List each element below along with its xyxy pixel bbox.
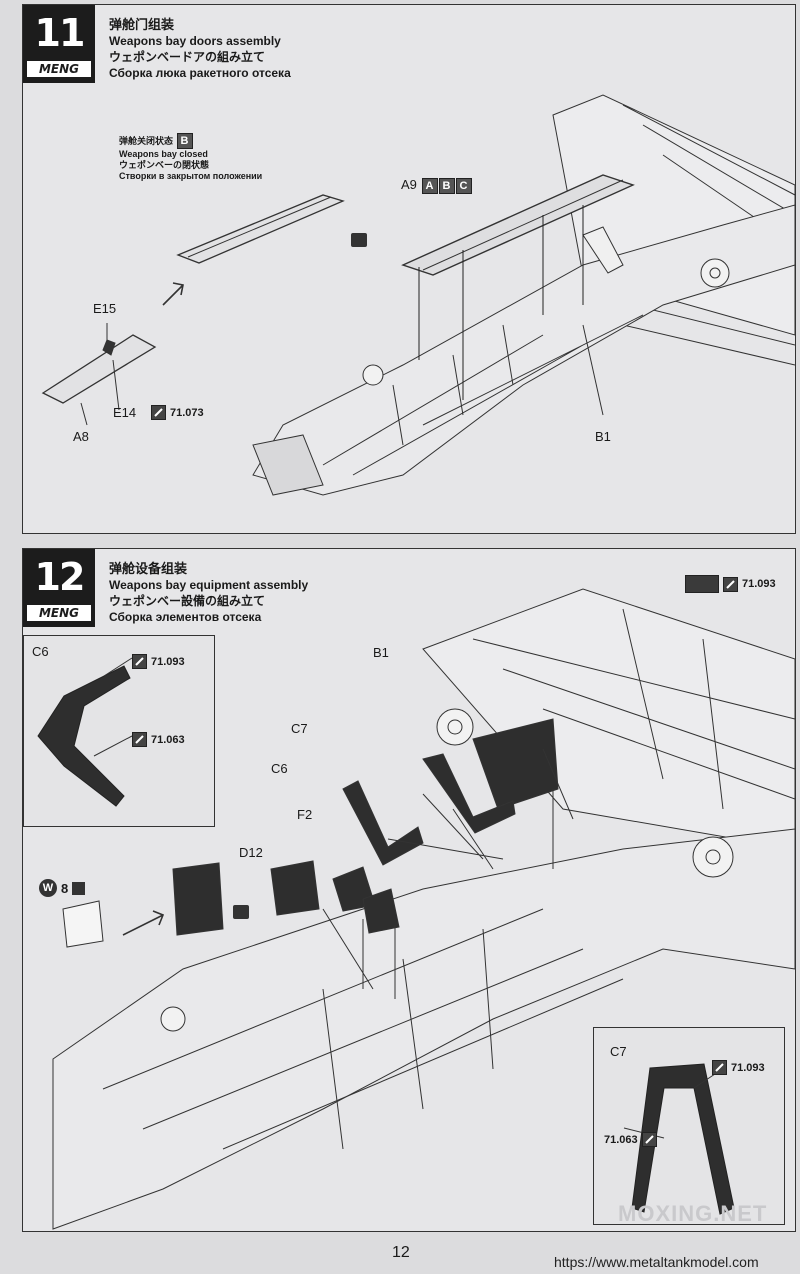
website-url[interactable]: https://www.metaltankmodel.com [554,1254,759,1270]
inset-c6-paint-top: 71.093 [132,654,185,669]
inset-c6-label: C6 [32,644,49,659]
part-a9: A9 [401,177,417,192]
step-11-illustration [41,94,795,496]
step-12-title-cn: 弹舱设备组装 [109,561,188,576]
closed-note-cn: 弹舱关闭状态 [119,136,174,146]
flip-icon [233,905,249,919]
step-11-panel: 11 MENG 弹舱门组装 Weapons bay doors assembly… [22,4,796,534]
main-paint-code: 71.093 [742,578,776,590]
c6-detail-drawing [37,657,133,807]
variant-c: C [455,178,472,194]
paint-71073: 71.073 [151,405,204,420]
inset-c7-paint-top-code: 71.093 [731,1061,765,1074]
paint-swatch [685,575,719,593]
decal-callout: W 8 [39,879,86,897]
flip-icon [351,233,367,247]
inset-c6-paint-bottom: 71.063 [132,732,185,747]
step-11-badge: 11 MENG [23,5,95,83]
decal-sheet-icon [72,881,86,895]
decal-number: 8 [61,880,69,896]
paint-code: 71.073 [170,406,204,419]
closed-note-en: Weapons bay closed [119,149,208,159]
variant-a: A [421,178,438,194]
step-11-titles: 弹舱门组装 Weapons bay doors assembly ウェポンベード… [109,17,291,81]
step-11-title-cn: 弹舱门组装 [109,17,175,32]
brush-icon [132,654,147,669]
step12-part-c7-label: C7 [291,721,308,736]
step-11-title-jp: ウェポンベードアの組み立て [109,50,266,64]
inset-c7-label: C7 [610,1044,627,1059]
part-e14-label: E14 [113,405,137,420]
step12-part-b1-label: B1 [373,645,389,660]
watermark: MOXING.NET [618,1201,768,1226]
part-b1-label: B1 [595,429,611,444]
brush-icon [712,1060,727,1075]
main-paint-legend: 71.093 [685,575,776,593]
step-12-title-ru: Сборка элементов отсека [109,610,262,624]
inset-c7-paint-bottom: 71.063 [604,1132,657,1147]
inset-c7-paint-bottom-code: 71.063 [604,1133,638,1146]
closed-state-note: 弹舱关闭状态 B Weapons bay closed ウェポンベーの閉状態 С… [119,133,262,182]
step-12-title-jp: ウェポンベー設備の組み立て [109,594,266,608]
closed-note-ru: Створки в закрытом положении [119,171,263,181]
step-12-titles: 弹舱设备组装 Weapons bay equipment assembly ウェ… [109,561,308,625]
step-12-number: 12 [34,555,86,599]
brush-icon [132,732,147,747]
step-12-title-en: Weapons bay equipment assembly [109,578,309,592]
step12-part-d12-label: D12 [239,845,263,860]
variant-b: B [438,178,455,194]
c7-detail-inset: C7 71.093 71.063 [593,1027,785,1225]
part-a8-label: A8 [73,429,89,444]
c6-detail-inset: C6 71.093 71.063 [23,635,215,827]
step-12-panel: 12 MENG 弹舱设备组装 Weapons bay equipment ass… [22,548,796,1232]
step-12-brand-logo: MENG [27,605,91,621]
step-12-badge: 12 MENG [23,549,95,627]
inset-c6-paint-top-code: 71.093 [151,655,185,668]
inset-c7-paint-top: 71.093 [712,1060,765,1075]
brush-icon [641,1132,657,1147]
step-11-title-ru: Сборка люка ракетного отсека [109,66,291,80]
step-11-number: 11 [34,11,86,55]
c7-detail-drawing [623,1063,735,1215]
brush-icon [723,576,738,592]
step-11-title-en: Weapons bay doors assembly [109,34,281,48]
step-12-illustration [52,588,795,1230]
closed-note-letter: B [176,133,193,149]
brush-icon [151,405,166,420]
step12-part-f2-label: F2 [297,807,313,822]
step-11-brand-logo: MENG [27,61,91,77]
water-decal-icon: W [39,879,57,897]
inset-c6-paint-bottom-code: 71.063 [151,733,185,746]
step12-part-c6-label: C6 [271,761,288,776]
closed-note-jp: ウェポンベーの閉状態 [119,160,210,170]
page-number: 12 [392,1244,410,1261]
part-e15-label: E15 [93,301,117,316]
